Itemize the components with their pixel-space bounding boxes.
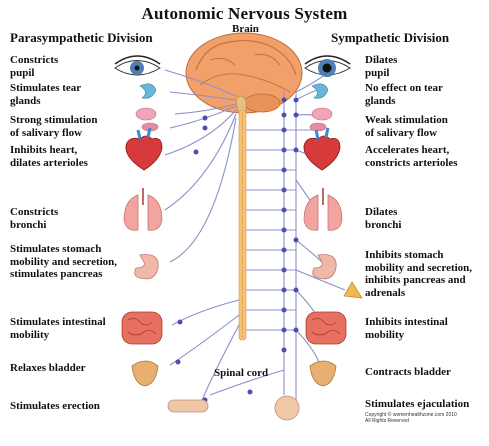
symp-effect-bladder: Contracts bladder — [365, 366, 451, 378]
bladder-right — [309, 360, 337, 387]
symp-effect-ejaculation: Stimulates ejaculation — [365, 398, 470, 410]
para-effect-heart: Inhibits heart, dilates arterioles — [10, 144, 88, 169]
intestines-left — [121, 311, 163, 345]
intestines-right — [305, 311, 347, 345]
stomach-right — [312, 254, 337, 280]
symp-effect-heart: Accelerates heart, constricts arterioles — [365, 144, 458, 169]
adrenal-gland — [343, 281, 363, 299]
tear-gland-left — [139, 83, 157, 99]
lungs-right — [303, 188, 343, 231]
salivary-gland-left — [135, 107, 159, 132]
eye-left — [114, 55, 161, 76]
symp-effect-tear: No effect on tear glands — [365, 82, 443, 107]
para-effect-pupil: Constricts pupil — [10, 54, 59, 79]
spinal-cord — [238, 109, 247, 341]
symp-effect-intestine: Inhibits intestinal mobility — [365, 316, 448, 341]
symp-effect-stomach: Inhibits stomach mobility and secretion,… — [365, 249, 473, 299]
para-effect-erection: Stimulates erection — [10, 400, 100, 412]
parasympathetic-heading: Parasympathetic Division — [10, 30, 153, 45]
spinal-cord-label: Spinal cord — [214, 367, 269, 379]
heart-left — [125, 127, 163, 171]
para-effect-intestine: Stimulates intestinal mobility — [10, 316, 106, 341]
para-effect-tear: Stimulates tear glands — [10, 82, 82, 107]
brain-illustration — [185, 32, 303, 114]
salivary-gland-right — [309, 107, 333, 132]
parasympathetic-nerves — [164, 69, 240, 406]
sympathetic-heading: Sympathetic Division — [331, 30, 450, 45]
copyright-notice: Copyright © womenhealthzone.com 2010 All… — [365, 412, 457, 424]
heart-right — [303, 127, 341, 171]
penis-illustration — [167, 399, 209, 413]
diagram-title: Autonomic Nervous System — [141, 4, 348, 23]
brain-label: Brain — [232, 23, 259, 35]
symp-effect-bronchi: Dilates bronchi — [365, 206, 402, 231]
sympathetic-nerves — [209, 69, 346, 410]
testis-illustration — [274, 395, 300, 421]
para-effect-bronchi: Constricts bronchi — [10, 206, 59, 231]
eye-right — [304, 55, 351, 77]
ganglia — [175, 97, 299, 403]
para-effect-salivary: Strong stimulation of salivary flow — [10, 114, 98, 139]
para-effect-stomach: Stimulates stomach mobility and secretio… — [10, 243, 118, 280]
bladder-left — [131, 360, 159, 387]
para-effect-bladder: Relaxes bladder — [10, 362, 86, 374]
tear-gland-right — [311, 83, 329, 99]
symp-effect-pupil: Dilates pupil — [365, 54, 398, 79]
lungs-left — [123, 188, 163, 231]
stomach-left — [134, 254, 159, 280]
symp-effect-salivary: Weak stimulation of salivary flow — [365, 114, 448, 139]
